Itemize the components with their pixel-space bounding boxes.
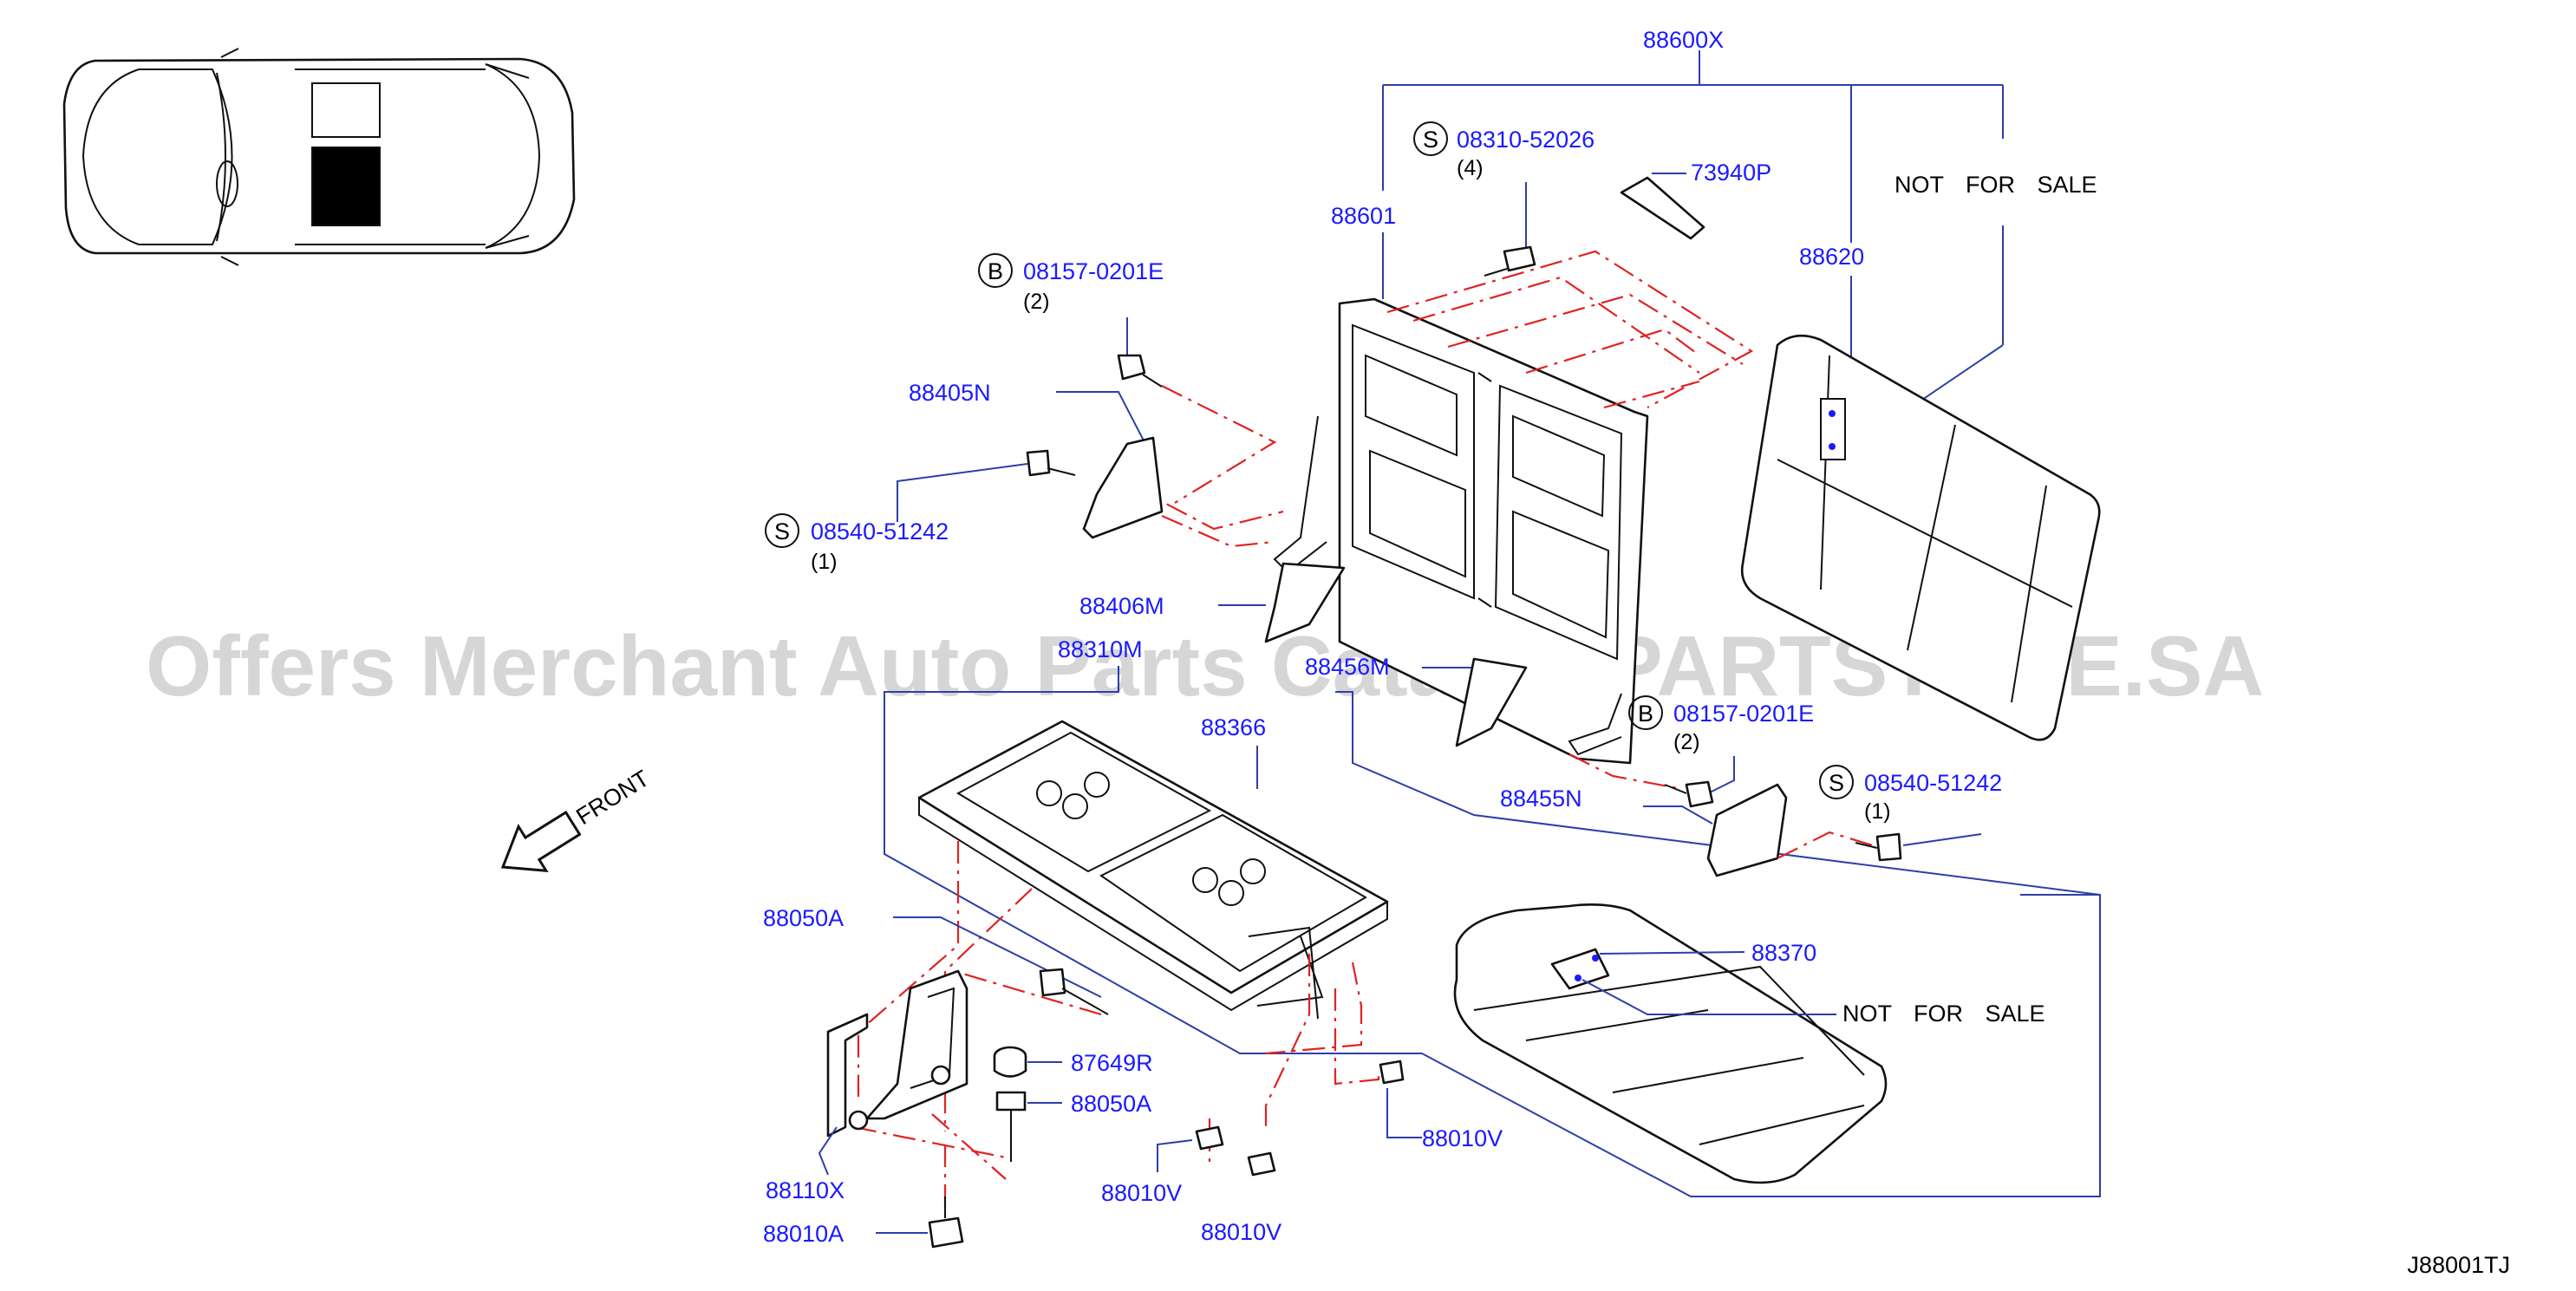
quantity-08540-51242-right: (1) — [1864, 799, 1891, 824]
bolt-icon-right — [1664, 780, 1714, 808]
part-label-73940p[interactable]: 73940P — [1691, 160, 1771, 186]
clip-icon-a — [1195, 1125, 1224, 1151]
seat-leg-frame — [826, 969, 968, 1138]
symbol-s-right-letter: S — [1829, 770, 1844, 796]
quantity-08157-0201e-top: (2) — [1023, 290, 1050, 314]
symbol-b-right-letter: B — [1638, 701, 1653, 727]
symbol-s-right — [1819, 765, 1854, 799]
bolt-icon-right-2 — [1855, 832, 1902, 862]
not-for-sale-label-top: NOT FOR SALE — [1895, 172, 2097, 198]
part-label-88010v-a[interactable]: 88010V — [1101, 1180, 1182, 1206]
seat-cushion — [1453, 903, 1888, 1184]
hinge-bracket-left — [1264, 562, 1346, 643]
part-label-88620[interactable]: 88620 — [1799, 244, 1864, 270]
part-label-88370[interactable]: 88370 — [1751, 940, 1816, 966]
symbol-b-top-letter: B — [988, 258, 1003, 284]
seat-cushion-frame — [917, 720, 1389, 1020]
part-label-88600x[interactable]: 88600X — [1643, 27, 1724, 53]
part-label-88010v-b[interactable]: 88010V — [1201, 1219, 1281, 1245]
grommet-icon — [993, 1046, 1027, 1078]
part-label-87649r[interactable]: 87649R — [1071, 1050, 1153, 1076]
quantity-08157-0201e-right: (2) — [1673, 730, 1700, 754]
symbol-s-top-letter: S — [1423, 127, 1438, 153]
part-label-08540-51242-right[interactable]: 08540-51242 — [1864, 770, 2002, 796]
part-label-88110x[interactable]: 88110X — [766, 1177, 845, 1203]
assist-strap — [1620, 176, 1705, 240]
clip-icon-c — [1379, 1060, 1405, 1085]
part-label-08310-52026[interactable]: 08310-52026 — [1457, 127, 1595, 153]
part-label-88010a[interactable]: 88010A — [763, 1221, 844, 1247]
diagram-code: J88001TJ — [2407, 1252, 2510, 1278]
part-label-88310m[interactable]: 88310M — [1058, 636, 1143, 662]
hinge-cover-left — [1082, 436, 1164, 539]
part-label-08540-51242-left[interactable]: 08540-51242 — [811, 518, 949, 544]
clip-icon-b — [1247, 1151, 1276, 1177]
bolt-icon-left — [1026, 449, 1076, 477]
part-label-88050a-top[interactable]: 88050A — [763, 905, 844, 931]
hinge-bracket-right — [1455, 657, 1528, 747]
part-label-88406m[interactable]: 88406M — [1079, 593, 1164, 619]
hinge-cover-right — [1706, 783, 1788, 877]
vehicle-top-view-icon — [62, 48, 576, 266]
long-bolt-icon — [1039, 968, 1109, 1015]
symbol-b-right — [1628, 695, 1663, 730]
part-label-88601[interactable]: 88601 — [1331, 203, 1396, 229]
seat-back-frame — [1273, 297, 1649, 765]
front-label: FRONT — [571, 765, 654, 830]
part-label-88050a-bottom[interactable]: 88050A — [1071, 1091, 1151, 1117]
not-for-sale-label-bottom: NOT FOR SALE — [1842, 1001, 2045, 1027]
part-label-88455n[interactable]: 88455N — [1500, 786, 1582, 812]
part-label-08157-0201e-right[interactable]: 08157-0201E — [1673, 701, 1814, 727]
symbol-s-left-letter: S — [774, 518, 790, 544]
part-label-88456m[interactable]: 88456M — [1305, 654, 1390, 680]
quantity-08540-51242-left: (1) — [811, 550, 838, 574]
symbol-s-left — [765, 513, 799, 548]
symbol-s-top — [1413, 121, 1448, 156]
part-label-88010v-c[interactable]: 88010V — [1422, 1125, 1503, 1151]
part-label-08157-0201e-top[interactable]: 08157-0201E — [1023, 258, 1164, 284]
quantity-08310-52026: (4) — [1457, 156, 1484, 180]
screw-icon — [1484, 245, 1536, 277]
bolt-icon-vertical — [995, 1091, 1027, 1162]
bolt-icon-top — [1117, 354, 1163, 388]
seat-back-cushion — [1740, 334, 2101, 741]
part-label-88366[interactable]: 88366 — [1201, 714, 1266, 740]
front-arrow-icon — [500, 810, 582, 872]
bolt-icon-bottom — [928, 1196, 964, 1249]
part-label-88405n[interactable]: 88405N — [909, 380, 991, 406]
symbol-b-top — [978, 253, 1013, 288]
